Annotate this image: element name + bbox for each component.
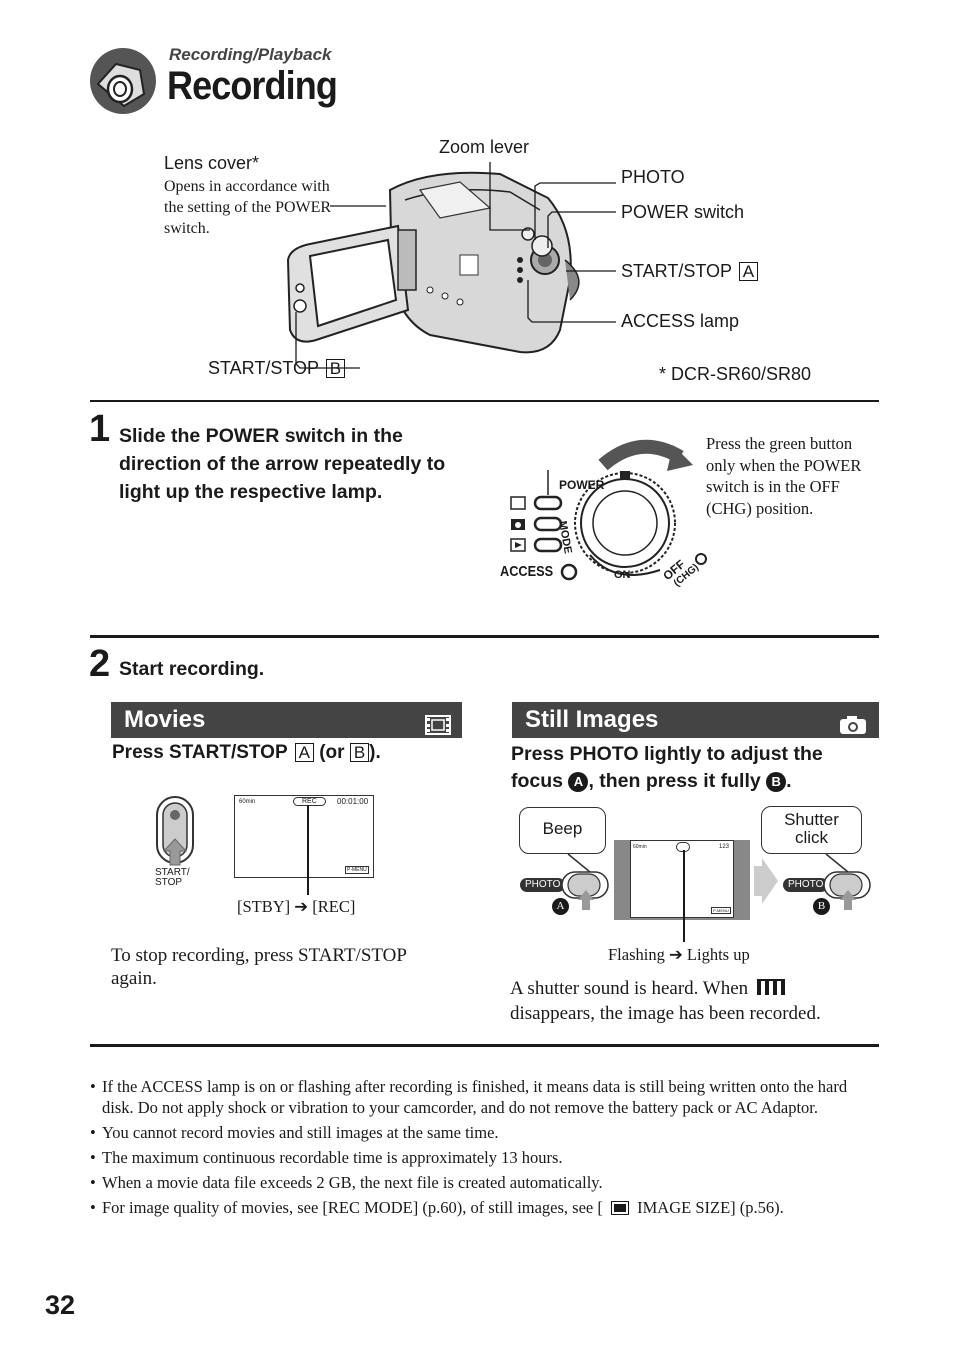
still-instruction-line-2: focus A, then press it fully B. bbox=[511, 768, 823, 795]
button-label-line-1: START/ bbox=[155, 867, 190, 878]
section-label: Recording/Playback bbox=[169, 45, 332, 64]
page-title: Recording bbox=[167, 64, 338, 108]
still-images-banner-label: Still Images bbox=[525, 706, 659, 733]
circle-b-marker: B bbox=[813, 898, 830, 915]
rec-indicator-pointer bbox=[307, 805, 309, 895]
step-2-number: 2 bbox=[89, 643, 111, 685]
movies-instruction-suffix: ). bbox=[369, 742, 381, 763]
movies-banner: Movies bbox=[111, 702, 462, 738]
still-flash-change: Flashing ➔ Lights up bbox=[608, 945, 750, 964]
power-dial-illustration bbox=[510, 439, 707, 581]
camcorder-illustration bbox=[286, 171, 580, 354]
note-item: If the ACCESS lamp is on or flashing aft… bbox=[90, 1076, 876, 1118]
screen-timecode: 00:01:00 bbox=[337, 797, 369, 806]
still-instruction-line-1: Press PHOTO lightly to adjust the bbox=[511, 743, 823, 765]
note-item: When a movie data file exceeds 2 GB, the… bbox=[90, 1172, 876, 1193]
note-item-last: For image quality of movies, see [REC MO… bbox=[90, 1197, 876, 1220]
movies-banner-label: Movies bbox=[124, 706, 206, 733]
start-stop-button-label: START/ STOP bbox=[155, 868, 190, 888]
movies-instruction-or: (or bbox=[319, 742, 345, 763]
beep-bubble: Beep bbox=[519, 807, 606, 854]
still-instruction-end: . bbox=[786, 770, 792, 792]
start-stop-b-letter: B bbox=[325, 359, 346, 378]
movie-status-change: [STBY] ➔ [REC] bbox=[237, 897, 356, 916]
letter-a: A bbox=[294, 743, 314, 762]
callout-power-switch: POWER switch bbox=[621, 202, 745, 222]
movie-stop-text: To stop recording, press START/STOP agai… bbox=[111, 945, 407, 989]
step-2-text: Start recording. bbox=[119, 658, 265, 680]
shutter-click-bubble: Shutter click bbox=[761, 806, 862, 854]
model-note: * DCR-SR60/SR80 bbox=[659, 364, 812, 384]
section-icon bbox=[88, 44, 158, 116]
screen-menu: P-MENU bbox=[345, 866, 369, 874]
callout-lens-cover-desc: Opens in accordance with the setting of … bbox=[164, 178, 332, 237]
callout-access-lamp: ACCESS lamp bbox=[621, 311, 740, 331]
notes-list: If the ACCESS lamp is on or flashing aft… bbox=[90, 1076, 876, 1224]
sound-text-part-1: A shutter sound is heard. When bbox=[510, 978, 749, 999]
movies-instruction: Press START/STOP A (or B). bbox=[112, 742, 381, 764]
start-stop-b-label: START/STOP bbox=[208, 358, 319, 378]
circle-a-marker: A bbox=[552, 898, 569, 915]
photo-button-full-press bbox=[823, 853, 871, 910]
screen-rec-indicator: REC bbox=[293, 797, 326, 806]
dial-access-label: ACCESS bbox=[500, 563, 554, 580]
screen-battery: 60min bbox=[239, 799, 256, 805]
movie-lcd-screen: 60min REC 00:01:00 P-MENU bbox=[234, 795, 374, 878]
callout-start-stop-a: START/STOP A bbox=[621, 261, 759, 282]
still-images-banner: Still Images bbox=[512, 702, 879, 738]
camera-icon bbox=[839, 710, 867, 746]
shutter-click-label: Shutter click bbox=[784, 810, 839, 847]
still-screen-menu: P-MENU bbox=[711, 907, 731, 914]
film-icon bbox=[425, 710, 451, 746]
divider-2 bbox=[90, 635, 879, 638]
photo-button-half-press bbox=[561, 853, 609, 910]
photo-pill-a: PHOTO bbox=[520, 878, 566, 892]
still-instruction: Press PHOTO lightly to adjust the focus … bbox=[511, 741, 823, 795]
recording-bars-icon bbox=[756, 978, 789, 1002]
sound-text-part-2: disappears, the image has been recorded. bbox=[510, 1003, 821, 1024]
still-sound-text: A shutter sound is heard. When disappear… bbox=[510, 977, 872, 1026]
start-stop-a-label: START/STOP bbox=[621, 261, 732, 281]
callout-lens-cover-title: Lens cover* bbox=[164, 153, 260, 173]
still-lcd-screen-frame: 60min 123 P-MENU bbox=[614, 840, 750, 920]
movies-instruction-prefix: Press START/STOP bbox=[112, 742, 288, 763]
letter-b: B bbox=[349, 743, 370, 762]
divider-1 bbox=[90, 400, 879, 402]
step-1-number: 1 bbox=[89, 408, 111, 450]
step-1-note: Press the green button only when the POW… bbox=[706, 434, 862, 518]
note-item: The maximum continuous recordable time i… bbox=[90, 1147, 876, 1168]
arrow-right-icon bbox=[752, 858, 778, 909]
still-lcd-screen: 60min 123 P-MENU bbox=[630, 840, 734, 918]
callout-lines bbox=[295, 162, 616, 369]
last-note-before: For image quality of movies, see [REC MO… bbox=[102, 1198, 603, 1217]
dial-on-label: ON bbox=[614, 569, 631, 581]
beep-label: Beep bbox=[542, 819, 583, 838]
step-1-text: Slide the POWER switch in the direction … bbox=[119, 425, 446, 503]
page-number: 32 bbox=[45, 1290, 76, 1320]
start-stop-a-letter: A bbox=[738, 262, 759, 281]
circle-a: A bbox=[568, 772, 589, 792]
button-label-line-2: STOP bbox=[155, 877, 183, 888]
callout-photo: PHOTO bbox=[621, 167, 685, 187]
circle-b: B bbox=[766, 772, 787, 792]
flash-indicator-pointer bbox=[683, 850, 685, 942]
still-screen-count: 123 bbox=[719, 844, 730, 850]
divider-3 bbox=[90, 1044, 879, 1047]
photo-pill-b: PHOTO bbox=[783, 878, 829, 892]
still-instruction-then: , then press it fully bbox=[588, 770, 761, 792]
still-instruction-focus: focus bbox=[511, 770, 564, 792]
last-note-after: IMAGE SIZE] (p.56). bbox=[637, 1198, 784, 1217]
dial-power-label: POWER bbox=[559, 478, 605, 492]
note-item: You cannot record movies and still image… bbox=[90, 1122, 876, 1143]
callout-start-stop-b: START/STOP B bbox=[208, 358, 346, 379]
image-size-icon bbox=[611, 1199, 629, 1220]
still-screen-battery: 60min bbox=[633, 844, 647, 850]
callout-zoom-lever: Zoom lever bbox=[439, 137, 530, 157]
start-stop-button-illustration bbox=[156, 796, 194, 866]
